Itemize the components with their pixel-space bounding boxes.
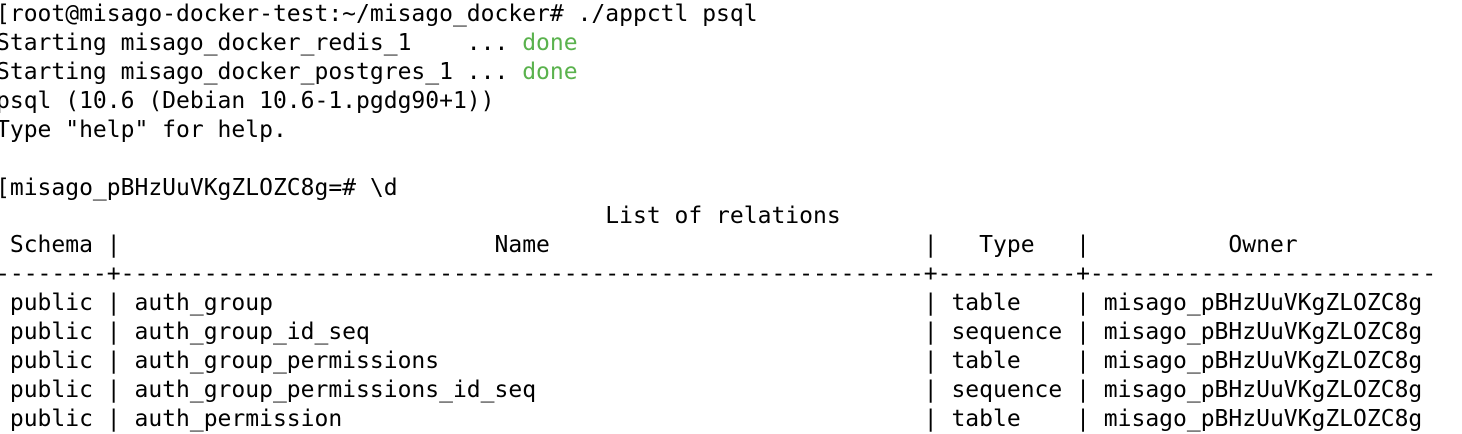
terminal-line: [misago_pBHzUuVKgZLOZC8g=# \d [0, 174, 1462, 203]
psql-help-hint: Type "help" for help. [0, 116, 287, 143]
table-row: public | auth_group | table | misago_pBH… [0, 290, 1423, 317]
terminal-line: Schema | Name | Type | Owner [0, 231, 1462, 260]
table-separator: --------+-------------------------------… [0, 261, 1437, 288]
table-row: public | auth_group_permissions_id_seq |… [0, 376, 1423, 403]
psql-prompt-and-command: [misago_pBHzUuVKgZLOZC8g=# \d [0, 174, 398, 201]
terminal-line: --------+-------------------------------… [0, 260, 1462, 289]
terminal-line: public | auth_group_permissions | table … [0, 347, 1462, 376]
table-title: List of relations [0, 203, 841, 230]
terminal-line: public | auth_group_permissions_id_seq |… [0, 376, 1462, 405]
terminal-line: psql (10.6 (Debian 10.6-1.pgdg90+1)) [0, 87, 1462, 116]
table-row: public | auth_group_id_seq | sequence | … [0, 319, 1423, 346]
compose-starting-text: Starting misago_docker_postgres_1 ... [0, 58, 523, 85]
terminal-line [0, 145, 1462, 174]
terminal-line: public | auth_group | table | misago_pBH… [0, 289, 1462, 318]
table-header: Schema | Name | Type | Owner [0, 232, 1298, 259]
compose-starting-text: Starting misago_docker_redis_1 ... [0, 29, 523, 56]
psql-version-text: psql (10.6 (Debian 10.6-1.pgdg90+1)) [0, 87, 495, 114]
shell-prompt-and-command: [root@misago-docker-test:~/misago_docker… [0, 1, 758, 27]
terminal-line: [root@misago-docker-test:~/misago_docker… [0, 0, 1462, 29]
terminal-line: List of relations [0, 202, 1462, 231]
terminal-line: public | auth_group_id_seq | sequence | … [0, 318, 1462, 347]
done-status: done [522, 29, 578, 56]
done-status: done [522, 58, 578, 85]
table-row: public | auth_permission | table | misag… [0, 405, 1423, 432]
terminal-line: public | auth_permission | table | misag… [0, 405, 1462, 434]
terminal-line: Starting misago_docker_postgres_1 ... do… [0, 58, 1462, 87]
terminal-line: Starting misago_docker_redis_1 ... done [0, 29, 1462, 58]
table-row: public | auth_group_permissions | table … [0, 348, 1423, 375]
terminal-line: Type "help" for help. [0, 116, 1462, 145]
